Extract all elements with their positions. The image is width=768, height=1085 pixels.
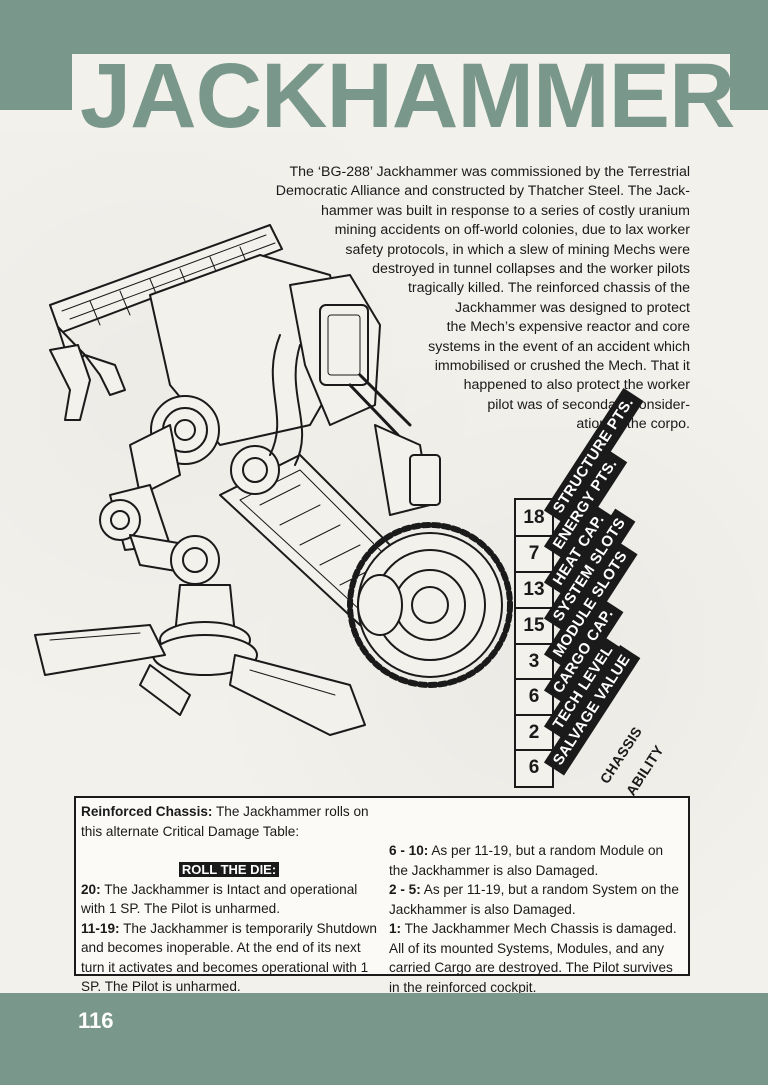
stat-value-tech-level: 2 [528,722,540,743]
entry-text: As per 11-19, but a random Module on the… [389,843,664,878]
intro-line: happened to also protect the worker [463,377,690,394]
stat-divider [516,607,552,609]
intro-line: Democratic Alliance and constructed by T… [275,183,690,200]
title-box [72,54,730,134]
entry-range: 20: [81,881,101,897]
entry-range: 11-19: [81,920,120,936]
intro-line: the Mech’s expensive reactor and core [446,319,690,336]
stat-value-cargo: 6 [528,686,540,707]
chassis-ability-box: Reinforced Chassis: The Jackhammer rolls… [74,796,690,995]
stat-value-structure: 18 [523,507,545,528]
roll-label: ROLL THE DIE: [178,862,280,877]
stat-divider [516,643,552,645]
entry-text: As per 11-19, but a random System on the… [389,882,679,917]
stat-divider [516,678,552,680]
intro-line: systems in the event of an accident whic… [428,338,690,355]
page-title: JACKHAMMER [80,45,735,147]
entry-20: 20: The Jackhammer is Intact and operati… [81,880,377,919]
stat-divider [516,714,552,716]
entry-2-5: 2 - 5: As per 11-19, but a random System… [389,880,685,919]
entry-text: The Jackhammer Mech Chassis is damaged. … [389,921,677,995]
stat-value-salvage: 6 [528,757,540,778]
rules-column-right: 6 - 10: As per 11-19, but a random Modul… [389,802,685,997]
stats-table: 18 7 13 15 3 6 2 6 [514,498,554,788]
ability-intro-text: The Jackhammer rolls on this alternate C… [81,804,369,839]
stat-divider [516,571,552,573]
entry-text: The Jackhammer is temporarily Shutdown a… [81,920,377,995]
stat-value-energy: 7 [528,543,540,564]
intro-line: Jackhammer was designed to protect [455,299,690,316]
intro-line: mining accidents on off-world colonies, … [334,222,690,239]
intro-line: The ‘BG-288’ Jackhammer was commissioned… [289,164,690,180]
footer-band [0,993,768,1085]
stat-divider [516,749,552,751]
stat-value-system-slots: 15 [523,615,545,636]
stat-divider [516,535,552,537]
mech-illustration [34,224,513,736]
intro-line: immobilised or crushed the Mech. That it [434,358,690,375]
entry-11-19: 11-19: The Jackhammer is temporarily Shu… [81,919,377,997]
roll-heading: ROLL THE DIE: [81,860,377,880]
intro-line: safety protocols, in which a slew of min… [345,241,690,258]
page-number: 116 [78,1008,114,1033]
intro-line: destroyed in tunnel collapses and the wo… [372,261,690,278]
entry-range: 6 - 10: [389,843,429,858]
entry-range: 1: [389,921,402,936]
stat-value-heat: 13 [523,579,545,600]
entry-range: 2 - 5: [389,882,421,897]
ability-intro: Reinforced Chassis: The Jackhammer rolls… [81,802,377,841]
ability-name: Reinforced Chassis: [81,804,213,819]
stat-value-module-slots: 3 [528,651,540,672]
intro-paragraph: The ‘BG-288’ Jackhammer was commissioned… [270,163,690,435]
entry-1: 1: The Jackhammer Mech Chassis is damage… [389,919,685,997]
intro-line: tragically killed. The reinforced chassi… [407,280,690,297]
intro-line: hammer was built in response to a series… [320,202,690,219]
entry-text: The Jackhammer is Intact and operational… [81,881,358,917]
entry-6-10: 6 - 10: As per 11-19, but a random Modul… [389,841,685,880]
rules-column-left: Reinforced Chassis: The Jackhammer rolls… [81,802,377,997]
